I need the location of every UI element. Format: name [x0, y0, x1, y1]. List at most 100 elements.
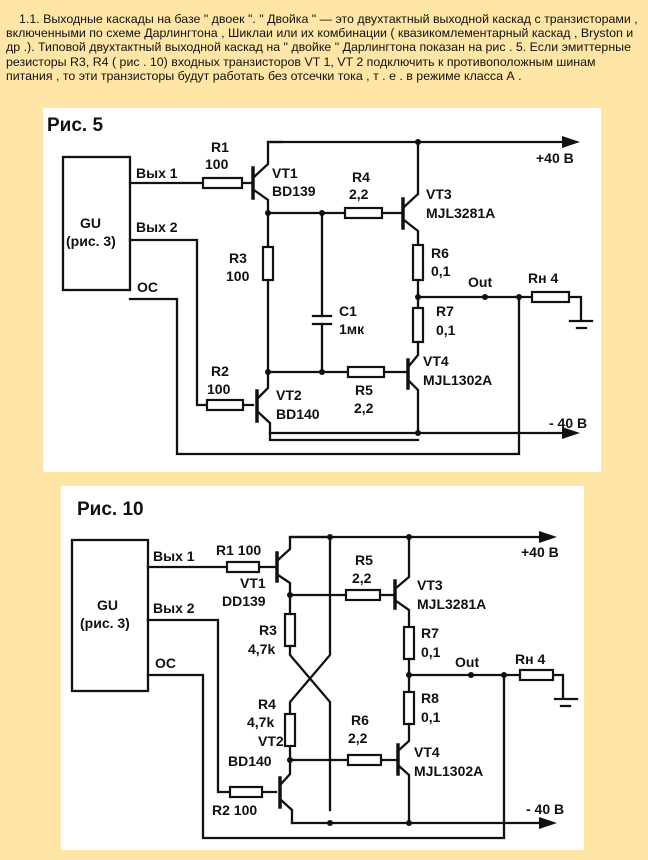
r5-resistor: [346, 365, 386, 379]
r3-resistor: [283, 612, 297, 648]
r4-name: R4: [258, 696, 276, 712]
figure-5-title: Рис. 5: [47, 115, 103, 136]
r7-name: R7: [436, 303, 454, 319]
c1-value: 1мк: [339, 321, 365, 337]
plus-rail-label: +40 В: [521, 544, 559, 560]
r5-value: 2,2: [354, 400, 374, 416]
r7-resistor: [402, 625, 416, 661]
vt3-transistor: [401, 140, 420, 247]
gu-label: GU: [97, 597, 118, 613]
vt2-name: VT2: [258, 733, 284, 749]
out2-label: Вых 2: [153, 600, 195, 616]
r4-resistor: [283, 712, 297, 748]
r4-value: 2,2: [349, 186, 369, 202]
vt2-part: BD140: [228, 753, 272, 769]
r6-resistor: [346, 753, 383, 767]
out-label: Out: [455, 654, 479, 670]
plus-rail-arrow: [562, 136, 580, 148]
r4-resistor: [343, 206, 384, 220]
gu-ref: (рис. 3): [66, 233, 116, 249]
r3-value: 100: [226, 268, 250, 284]
vt1-name: VT1: [240, 575, 266, 591]
r7-resistor: [411, 306, 425, 344]
r7-value: 0,1: [436, 322, 456, 338]
vt3-part: MJL3281A: [426, 205, 495, 221]
oc-wire: [146, 673, 506, 840]
out-label: Out: [468, 274, 492, 290]
vt4-name: VT4: [414, 744, 440, 760]
r5-value: 2,2: [352, 570, 372, 586]
figure-10-title: Рис. 10: [77, 499, 144, 520]
r4-value: 4,7k: [247, 714, 274, 730]
minus-rail-label: - 40 В: [549, 415, 587, 431]
vt2-transistor: [278, 758, 294, 825]
r1-resistor: [225, 560, 261, 574]
oc-wire: [128, 295, 521, 456]
gu-block: [70, 538, 150, 693]
plus-rail-arrow: [539, 531, 557, 543]
r5-name: R5: [355, 552, 373, 568]
gu-block: [61, 155, 132, 292]
r1-name: R1: [211, 139, 229, 155]
minus-rail-arrow: [539, 817, 557, 829]
plus-rail-label: +40 В: [536, 150, 574, 166]
vt3-name: VT3: [417, 577, 443, 593]
vt4-part: MJL1302A: [414, 763, 483, 779]
ground-icon: [553, 697, 579, 708]
r5-resistor: [344, 588, 382, 602]
r7-value: 0,1: [421, 644, 441, 660]
gu-label: GU: [80, 215, 101, 231]
r8-name: R8: [421, 690, 439, 706]
r1-label: R1 100: [216, 542, 261, 558]
r1-value: 100: [205, 156, 229, 172]
figure-10-schematic: Рис. 10 GU (рис. 3) Вых 1 R1 100 VT1 DD1…: [70, 499, 579, 840]
figure-5-schematic: Рис. 5 GU (рис. 3) Вых 1 R1 100 VT1 BD13…: [47, 115, 594, 456]
r3-name: R3: [229, 250, 247, 266]
figure-10-panel: Рис. 10 GU (рис. 3) Вых 1 R1 100 VT1 DD1…: [61, 486, 584, 850]
r2-resistor: [205, 398, 245, 412]
vt2-transistor: [255, 370, 420, 442]
out2-wire: [128, 238, 255, 407]
r2-value: 100: [207, 381, 231, 397]
c1-capacitor: [311, 314, 333, 326]
minus-rail-arrow: [562, 427, 580, 439]
gu-ref: (рис. 3): [80, 615, 130, 631]
vt4-part: MJL1302A: [423, 372, 492, 388]
r6-value: 2,2: [348, 730, 368, 746]
r2-name: R2: [211, 363, 229, 379]
vt3-name: VT3: [426, 186, 452, 202]
r8-value: 0,1: [421, 709, 441, 725]
r6-resistor: [411, 243, 425, 282]
r3-resistor: [261, 245, 275, 282]
r8-resistor: [402, 690, 416, 726]
load-resistor: [518, 668, 555, 682]
r6-name: R6: [351, 712, 369, 728]
vt1-transistor: [275, 535, 332, 597]
intro-paragraph: 1.1. Выходные каскады на базе " двоек ".…: [6, 12, 638, 83]
r6-value: 0,1: [431, 263, 451, 279]
r4-name: R4: [352, 169, 370, 185]
vt4-transistor: [406, 340, 420, 435]
r1-resistor: [201, 176, 244, 190]
minus-rail-label: - 40 В: [526, 801, 564, 817]
vt3-part: MJL3281A: [417, 596, 486, 612]
oc-label: ОС: [137, 279, 158, 295]
out1-label: Вых 1: [136, 165, 178, 181]
out1-label: Вых 1: [153, 548, 195, 564]
vt1-name: VT1: [272, 165, 298, 181]
r3-name: R3: [259, 622, 277, 638]
c1-name: C1: [339, 303, 357, 319]
load-resistor: [530, 290, 571, 304]
vt2-part: BD140: [276, 406, 320, 422]
oc-label: ОС: [155, 655, 176, 671]
ground-icon: [568, 319, 594, 330]
figure-5-panel: Рис. 5 GU (рис. 3) Вых 1 R1 100 VT1 BD13…: [43, 108, 601, 472]
r3-value: 4,7k: [248, 641, 275, 657]
r5-name: R5: [355, 382, 373, 398]
load-label: Rн 4: [515, 651, 545, 667]
r2-resistor: [228, 785, 264, 799]
out2-label: Вых 2: [136, 219, 178, 235]
vt3-transistor: [393, 535, 411, 629]
r7-name: R7: [421, 625, 439, 641]
load-label: Rн 4: [528, 270, 558, 286]
